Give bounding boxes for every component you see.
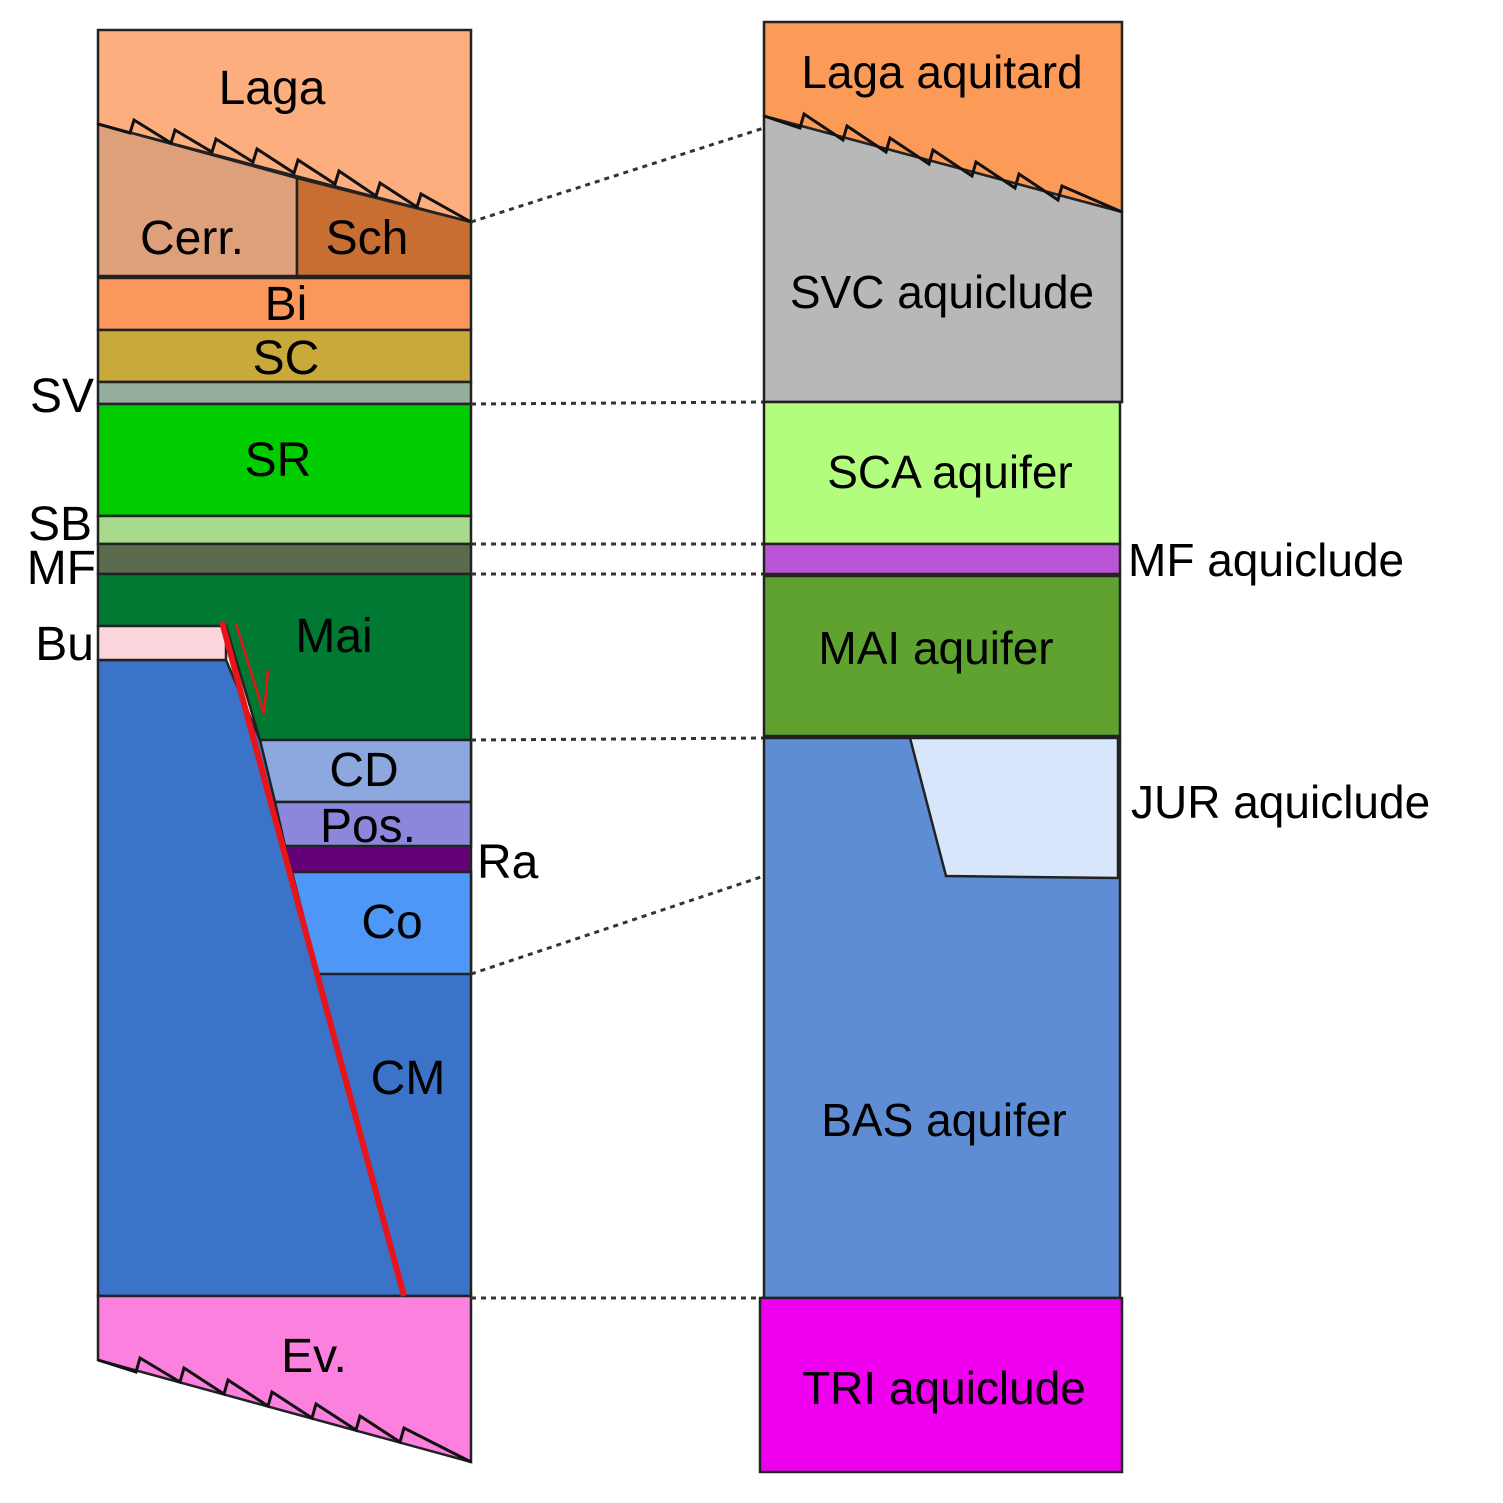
laga-label: Laga [219, 62, 326, 115]
sv-label: SV [30, 370, 94, 423]
mf-aquiclude-label: MF aquiclude [1128, 534, 1404, 586]
mf-unit [96, 542, 473, 576]
co-label: Co [361, 896, 422, 949]
fault-line [219, 621, 407, 1297]
mf-aquiclude-unit [762, 542, 1122, 576]
mai-label: Mai [295, 610, 372, 663]
hydrostratigraphic-column: Laga aquitard SVC aquiclude SCA aquifer … [758, 20, 1430, 1474]
sb-label: SB [28, 498, 92, 551]
ev-interfingering-line [97, 1355, 472, 1464]
sca-aquifer-unit [762, 400, 1122, 546]
mai-aquifer-label: MAI aquifer [818, 622, 1053, 674]
correlation-line-mai [470, 736, 765, 742]
correlation-line-laga [470, 126, 765, 224]
cerr-label: Cerr. [140, 212, 244, 265]
sch-label: Sch [326, 212, 409, 265]
sr-label: SR [245, 434, 312, 487]
laga-interfingering-line [97, 117, 472, 224]
jur-aquiclude-unit [908, 736, 1120, 880]
cm-label: CM [371, 1052, 446, 1105]
sc-label: SC [253, 332, 320, 385]
svc-aquiclude-label: SVC aquiclude [790, 266, 1094, 318]
sb-unit [96, 514, 473, 546]
ev-label: Ev. [281, 1330, 347, 1383]
stratigraphic-column: Laga Cerr. Sch Bi SC SV SR SB MF Bu Mai … [27, 28, 539, 1464]
sv-unit [96, 380, 473, 406]
ra-label: Ra [477, 836, 539, 889]
laga-aquitard-label: Laga aquitard [801, 46, 1082, 98]
bu-unit [96, 624, 228, 662]
sr-unit [96, 402, 473, 518]
bi-label: Bi [265, 278, 308, 331]
tri-aquiclude-unit [758, 1296, 1124, 1474]
correlation-line-sv [470, 400, 765, 406]
correlation-line-co [470, 874, 765, 976]
pos-label: Pos. [320, 800, 416, 853]
sca-aquifer-label: SCA aquifer [827, 446, 1072, 498]
mf-label: MF [27, 542, 96, 595]
sch-unit [295, 176, 473, 278]
bu-label: Bu [35, 618, 94, 671]
tri-aquiclude-label: TRI aquiclude [802, 1362, 1086, 1414]
laga-aquitard-interfingering-line [763, 111, 1123, 214]
bas-aquifer-label: BAS aquifer [821, 1094, 1066, 1146]
mai-aquifer-unit [762, 574, 1122, 738]
bi-unit [96, 276, 473, 332]
jur-aquiclude-label: JUR aquiclude [1131, 776, 1430, 828]
cd-label: CD [329, 744, 398, 797]
fault-slip-arrow [234, 623, 270, 715]
